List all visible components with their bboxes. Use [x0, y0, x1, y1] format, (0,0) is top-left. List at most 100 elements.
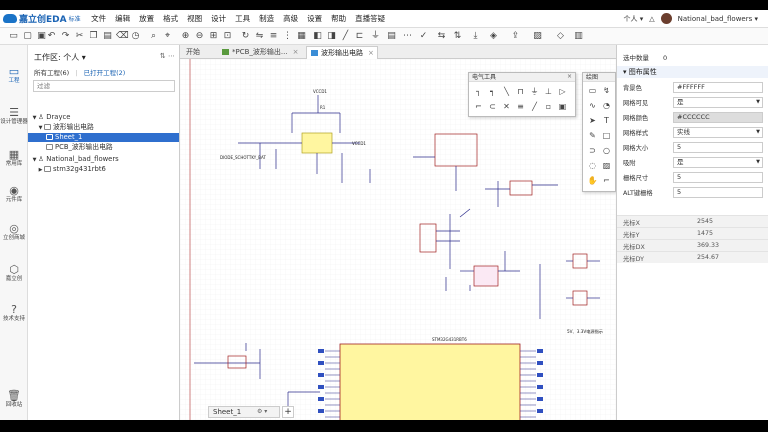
menu-tools[interactable]: 工具: [235, 14, 251, 23]
menu-file[interactable]: 文件: [91, 14, 107, 23]
no-connect-icon[interactable]: ✕: [503, 102, 510, 111]
close-icon[interactable]: ×: [566, 73, 572, 80]
net-label-tool-icon[interactable]: ⌐: [475, 102, 482, 111]
zoom-out-icon[interactable]: ⊖: [195, 31, 204, 41]
grid-color-input[interactable]: #CCCCCC: [673, 112, 763, 123]
net-flag-icon[interactable]: ⊓: [517, 87, 524, 96]
open-icon[interactable]: ▢: [23, 31, 32, 41]
pin-icon[interactable]: ╱: [532, 102, 537, 111]
power-icon[interactable]: ⏚: [370, 31, 380, 41]
menu-format[interactable]: 格式: [163, 14, 179, 23]
tree-item-project[interactable]: ▼波形输出电路: [38, 123, 94, 131]
avatar[interactable]: [660, 13, 672, 24]
drc-icon[interactable]: ✓: [419, 31, 428, 41]
menu-help[interactable]: 帮助: [331, 14, 347, 23]
tab-pcb[interactable]: *PCB_波形输出...×: [218, 46, 304, 59]
crosshair-icon[interactable]: ⌖: [164, 31, 171, 41]
expand-toggle-icon[interactable]: ▼: [38, 125, 43, 131]
rail-recycle-bin[interactable]: 🗑 回收站: [0, 389, 28, 409]
port-icon[interactable]: ▷: [559, 87, 566, 96]
rail-project[interactable]: ▭ 工程: [0, 65, 28, 85]
distribute-icon[interactable]: ⋮: [283, 31, 292, 41]
layers-icon[interactable]: ◇: [557, 31, 564, 41]
rotate-icon[interactable]: ↻: [241, 31, 250, 41]
grid-size-input[interactable]: 5: [673, 142, 763, 153]
filter-input[interactable]: [33, 80, 175, 92]
menu-live-qa[interactable]: 直播答疑: [355, 14, 386, 23]
tree-item-drayce[interactable]: ▼♙ Drayce: [32, 113, 71, 121]
paste-icon[interactable]: ▤: [103, 31, 112, 41]
snap-size-input[interactable]: 5: [673, 172, 763, 183]
image-tool-icon[interactable]: ▨: [602, 161, 611, 170]
bell-icon[interactable]: △: [649, 14, 655, 23]
wire-icon[interactable]: ╱: [342, 31, 349, 41]
delete-icon[interactable]: ⌫: [116, 31, 129, 41]
bus-entry-icon[interactable]: ╲: [504, 87, 509, 96]
vcc-icon[interactable]: ⊥: [545, 87, 552, 96]
line-tool-icon[interactable]: ↯: [603, 86, 610, 95]
netlist-icon[interactable]: ⋯: [403, 31, 412, 41]
image-icon[interactable]: ▨: [533, 31, 542, 41]
align-icon[interactable]: ≡: [269, 31, 278, 41]
tree-item-national[interactable]: ▼♙ National_bad_flowers: [32, 155, 119, 163]
expand-toggle-icon[interactable]: ▼: [32, 157, 37, 163]
alt-snap-input[interactable]: 5: [673, 187, 763, 198]
zoom-fit-icon[interactable]: ⊞: [209, 31, 218, 41]
snap-select[interactable]: 是▼: [673, 157, 763, 168]
net-label-icon[interactable]: ⊏: [355, 31, 364, 41]
tree-item-sheet[interactable]: Sheet_1: [28, 133, 179, 142]
pen-tool-icon[interactable]: ✎: [589, 131, 596, 140]
junction-icon[interactable]: ▫: [545, 102, 552, 111]
group-icon[interactable]: ▦: [297, 31, 306, 41]
copy-icon[interactable]: ❐: [89, 31, 98, 41]
redo-icon[interactable]: ↷: [61, 31, 70, 41]
zoom-in-icon[interactable]: ⊕: [181, 31, 190, 41]
user-mode-dropdown[interactable]: 个人 ▾: [623, 14, 644, 23]
schematic-canvas[interactable]: DIODE_SCHOTTKY_BAT VCCD1 VCCD1 R1: [180, 59, 616, 420]
menu-advanced[interactable]: 高级: [283, 14, 299, 23]
arc-tool-icon[interactable]: ∿: [589, 101, 596, 110]
tab-start[interactable]: 开始: [186, 48, 200, 56]
text-tool-icon[interactable]: T: [604, 116, 609, 125]
menu-place[interactable]: 放置: [139, 14, 155, 23]
rail-tech-support[interactable]: ? 技术支持: [0, 303, 28, 323]
menu-edit[interactable]: 编辑: [115, 14, 131, 23]
search-icon[interactable]: ⌕: [150, 31, 157, 41]
tab-open-projects[interactable]: 已打开工程(2): [83, 69, 126, 77]
rail-jlc[interactable]: ⬡ 嘉立创: [0, 263, 28, 283]
probe-icon[interactable]: ≡: [517, 102, 524, 111]
bom-icon[interactable]: ▤: [387, 31, 396, 41]
menu-manufacture[interactable]: 制造: [259, 14, 275, 23]
rail-common-library[interactable]: ▦ 常用库: [0, 148, 28, 168]
tab-schematic[interactable]: 波形输出电路×: [306, 46, 378, 59]
bus-tool-icon[interactable]: ┑: [490, 87, 495, 96]
arrow-tool-icon[interactable]: ➤: [589, 116, 596, 125]
undo-icon[interactable]: ↶: [47, 31, 56, 41]
measure-tool-icon[interactable]: ⌐: [603, 176, 610, 185]
flip-icon[interactable]: ⇋: [255, 31, 264, 41]
polygon-tool-icon[interactable]: ◌: [589, 161, 596, 170]
square-tool-icon[interactable]: □: [602, 131, 611, 140]
rail-lcsc-mall[interactable]: ◎ 立创商城: [0, 222, 28, 242]
cut-icon[interactable]: ✂: [75, 31, 84, 41]
close-icon[interactable]: ×: [292, 48, 299, 56]
grid-visible-select[interactable]: 是▼: [673, 97, 763, 108]
expand-toggle-icon[interactable]: ▼: [32, 115, 37, 121]
sheet-tab[interactable]: Sheet_1 ⚙ ▾: [208, 406, 280, 418]
new-file-icon[interactable]: ▭: [9, 31, 18, 41]
expand-toggle-icon[interactable]: ▶: [38, 167, 43, 173]
update-pcb-icon[interactable]: ⇅: [453, 31, 462, 41]
rect-tool-icon[interactable]: ▭: [588, 86, 597, 95]
symbol-icon[interactable]: ▣: [558, 102, 567, 111]
menu-view[interactable]: 视图: [187, 14, 203, 23]
bring-front-icon[interactable]: ◧: [313, 31, 322, 41]
bezier-tool-icon[interactable]: ⊃: [589, 146, 596, 155]
share-icon[interactable]: ⇪: [511, 31, 520, 41]
save-icon[interactable]: ▣: [37, 31, 46, 41]
sheet-settings-icon[interactable]: ⚙ ▾: [257, 408, 268, 415]
menu-design[interactable]: 设计: [211, 14, 227, 23]
tree-item-stm32[interactable]: ▶stm32g431rbt6: [38, 165, 106, 173]
workspace-selector[interactable]: 工作区: 个人 ▾: [34, 53, 86, 62]
background-color-input[interactable]: #FFFFFF: [673, 82, 763, 93]
close-icon[interactable]: ×: [368, 49, 374, 57]
